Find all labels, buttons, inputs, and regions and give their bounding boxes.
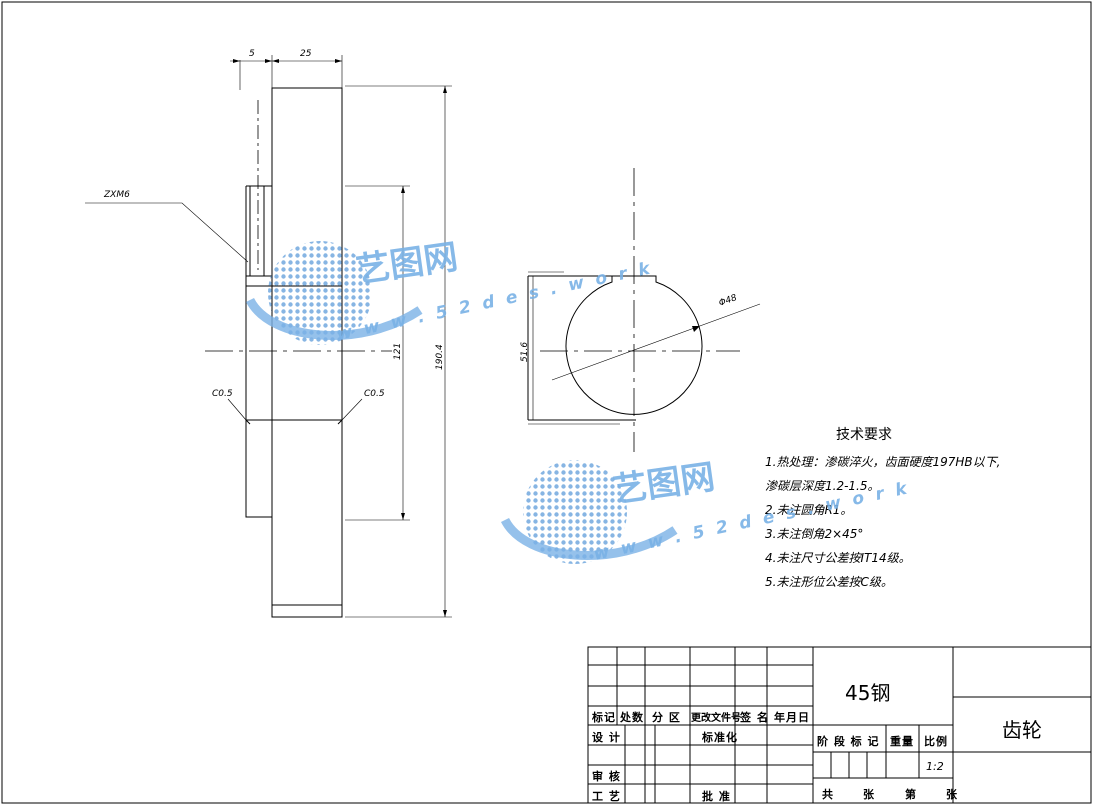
dim-chamfer-right: C0.5	[364, 389, 385, 399]
tech-req-line-1: 1.热处理：渗碳淬火，齿面硬度197HB以下,	[765, 455, 1000, 469]
label-review: 审 核	[592, 769, 621, 783]
rev-header-mark: 标记	[591, 710, 616, 724]
tech-req-line-3: 2.未注圆角R1。	[765, 503, 852, 517]
tech-req-title: 技术要求	[836, 427, 892, 443]
watermark-2-cn: 艺图网	[611, 457, 718, 511]
rev-header-doc: 更改文件号	[691, 711, 741, 724]
label-approve: 批 准	[702, 789, 731, 803]
dimension-arrows	[233, 59, 447, 617]
scale-header: 比例	[924, 734, 948, 748]
watermark-1-cn: 艺图网	[354, 237, 461, 291]
rev-header-sign: 签 名	[739, 710, 769, 724]
rev-header-zone: 分 区	[652, 710, 681, 724]
dim-width-5: 5	[249, 49, 255, 59]
technical-requirements: 技术要求 1.热处理：渗碳淬火，齿面硬度197HB以下, 渗碳层深度1.2-1.…	[765, 427, 1000, 589]
part-name: 齿轮	[1002, 718, 1042, 742]
dim-total-height: 190.4	[435, 344, 445, 370]
label-process: 工 艺	[592, 789, 621, 803]
dim-chamfer-left: C0.5	[212, 389, 233, 399]
dim-width-25: 25	[300, 49, 312, 59]
bore-dim-arrow	[692, 326, 700, 332]
total-sheets: 共 张	[822, 787, 875, 801]
tech-req-line-4: 3.未注倒角2×45°	[765, 527, 863, 541]
tech-req-line-2: 渗碳层深度1.2-1.5。	[765, 479, 880, 493]
scale-value: 1:2	[926, 760, 944, 773]
tech-req-line-6: 5.未注形位公差按C级。	[765, 575, 893, 589]
rev-header-count: 处数	[619, 710, 644, 724]
rev-header-date: 年月日	[774, 710, 810, 724]
material: 45钢	[845, 681, 890, 705]
stage-header: 阶 段 标 记	[817, 734, 880, 748]
dim-keyway-depth: 51.6	[520, 342, 530, 362]
weight-header: 重量	[890, 734, 914, 748]
label-design: 设 计	[592, 730, 621, 744]
label-standardize: 标准化	[701, 730, 738, 744]
gear-section-view	[85, 55, 452, 618]
tech-req-line-5: 4.未注尺寸公差按IT14级。	[765, 551, 911, 565]
dim-bore-diameter: Φ48	[718, 293, 739, 309]
title-block	[587, 646, 1092, 804]
sheet-number: 第 张	[905, 787, 958, 801]
gear-bore-view	[527, 168, 761, 452]
dim-fit-label: ZXM6	[103, 190, 130, 200]
dim-hub-height: 121	[393, 343, 403, 360]
